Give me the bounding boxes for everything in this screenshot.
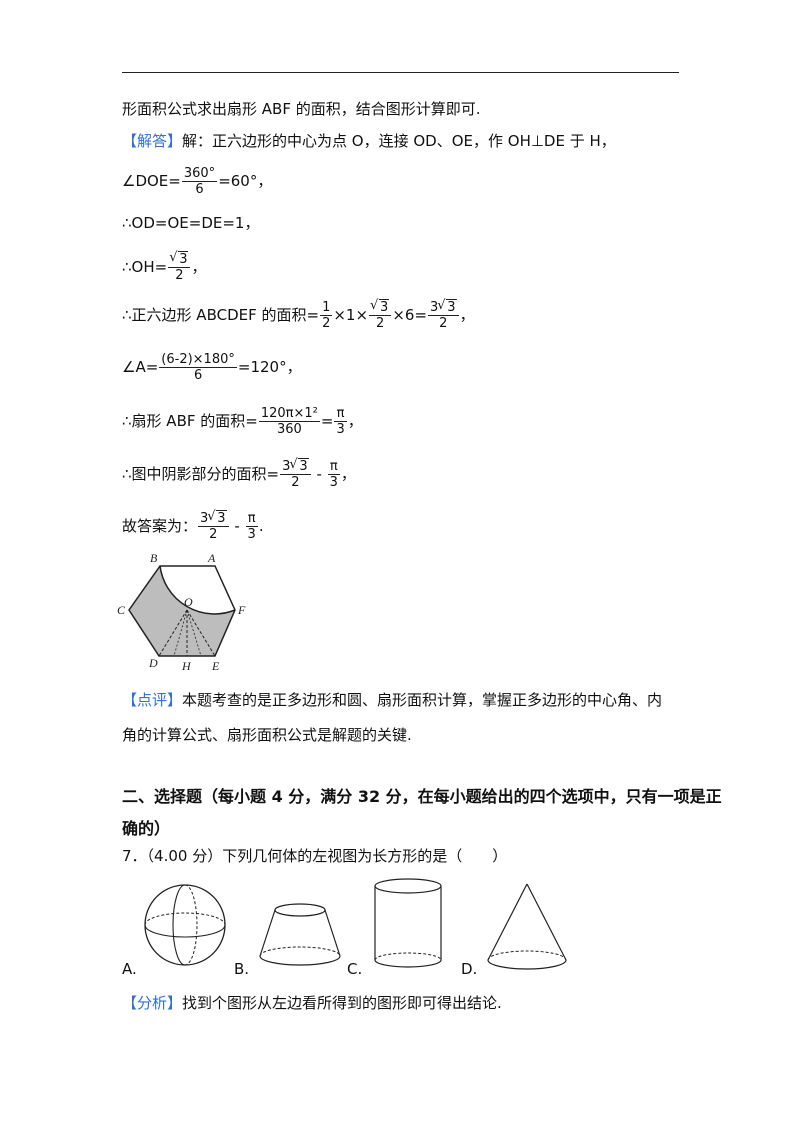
- label-o: O: [184, 595, 193, 609]
- cylinder-figure: [374, 878, 442, 968]
- frustum-figure: [259, 903, 341, 966]
- od-segment: [158, 609, 188, 657]
- fraction: 360°6: [181, 166, 218, 197]
- fraction: (6-2)×180°6: [159, 352, 237, 383]
- label-h: H: [181, 659, 192, 673]
- review-line-1: 【点评】本题考查的是正多边形和圆、扇形面积计算，掌握正多边形的中心角、内: [122, 691, 663, 709]
- analysis-tag: 【分析】: [122, 994, 183, 1012]
- shaded-area-line: ∴图中阴影部分的面积=332 - π3，: [122, 457, 356, 490]
- sector-arc: [159, 565, 236, 615]
- question-7: 7．（4.00 分）下列几何体的左视图为长方形的是（ ）: [122, 847, 508, 865]
- hexagon-outline: [128, 565, 236, 657]
- label-d: D: [148, 656, 158, 670]
- label-f: F: [237, 603, 246, 617]
- review-line-2: 角的计算公式、扇形面积公式是解题的关键.: [122, 726, 412, 744]
- solution-line: 【解答】解：正六边形的中心为点 O，连接 OD、OE，作 OH⊥DE 于 H，: [122, 132, 616, 150]
- header-rule: [122, 72, 679, 73]
- section-heading-2: 确的）: [122, 819, 171, 838]
- option-a-label: A.: [122, 960, 137, 978]
- label-c: C: [117, 603, 126, 617]
- option-b-label: B.: [234, 960, 250, 978]
- sphere-figure: [144, 884, 226, 966]
- angle-a-line: ∠A=(6-2)×180°6=120°，: [122, 352, 302, 383]
- fraction: 332: [280, 457, 311, 490]
- review-tag: 【点评】: [122, 691, 183, 709]
- option-c-label: C.: [347, 960, 363, 978]
- option-d-label: D.: [461, 960, 478, 978]
- fraction: 32: [369, 298, 392, 331]
- oe-segment: [186, 609, 216, 657]
- fraction: 32: [168, 250, 191, 283]
- section-heading-1: 二、选择题（每小题 4 分，满分 32 分，在每小题给出的四个选项中，只有一项是…: [122, 787, 722, 806]
- label-e: E: [211, 659, 220, 673]
- answer-line: 故答案为：332 - π3.: [122, 509, 264, 542]
- fraction: 332: [198, 509, 229, 542]
- hexagon-area-line: ∴正六边形 ABCDEF 的面积=12×1×32×6=332，: [122, 298, 475, 331]
- angle-doe-line: ∠DOE=360°6=60°，: [122, 166, 273, 197]
- label-a: A: [207, 551, 216, 565]
- aux-segment: [186, 609, 202, 657]
- shaded-region: [129, 566, 235, 656]
- oh-line: ∴OH=32，: [122, 250, 207, 283]
- label-b: B: [150, 551, 158, 565]
- cone-figure: [487, 883, 567, 970]
- solution-tag: 【解答】: [122, 132, 183, 150]
- od-oe-line: ∴OD=OE=DE=1，: [122, 214, 260, 232]
- analysis-line: 【分析】找到个图形从左边看所得到的图形即可得出结论.: [122, 994, 502, 1012]
- hexagon-figure: B A C F O D H E: [117, 551, 246, 673]
- fraction: 332: [428, 298, 459, 331]
- text-line-1: 形面积公式求出扇形 ABF 的面积，结合图形计算即可.: [122, 100, 481, 118]
